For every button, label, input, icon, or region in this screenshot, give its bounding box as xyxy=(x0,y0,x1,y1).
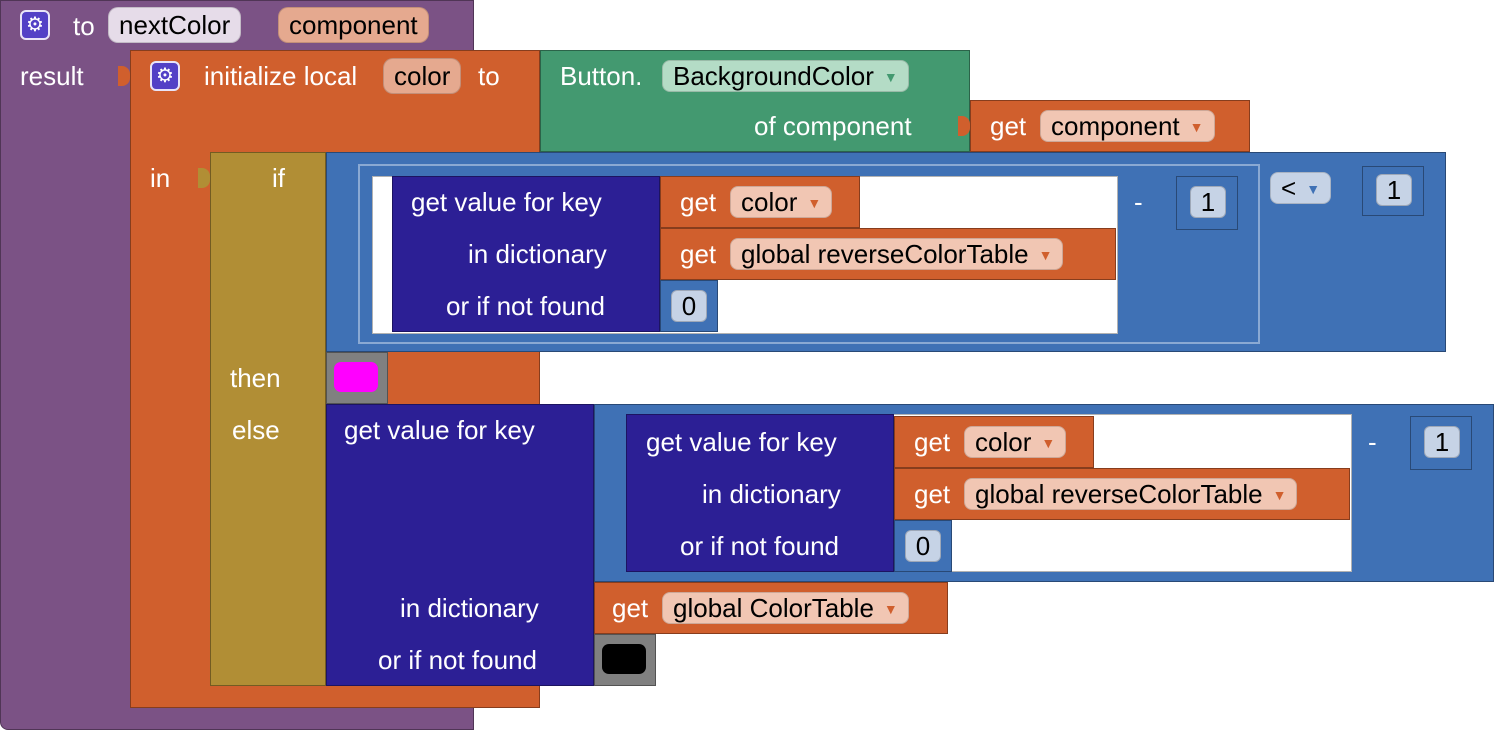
else-lookup-block[interactable] xyxy=(326,404,594,686)
notfound-value-field[interactable]: 0 xyxy=(671,290,707,322)
component-type-label: Button. xyxy=(560,61,643,91)
color-table-dropdown[interactable]: global ColorTable ▼ xyxy=(662,592,909,624)
dictionary-lookup-block[interactable] xyxy=(392,176,660,332)
inner-notfound-value-field[interactable]: 0 xyxy=(905,530,941,562)
procedure-name-field[interactable]: nextColor xyxy=(108,7,242,43)
number-block[interactable] xyxy=(894,520,952,572)
then-color-swatch[interactable] xyxy=(334,362,378,392)
get-label: get xyxy=(680,187,717,217)
get-label: get xyxy=(914,427,951,457)
procedure-keyword: to xyxy=(73,11,95,41)
else-color-swatch[interactable] xyxy=(602,644,646,674)
initialize-local-label: initialize local xyxy=(204,61,358,91)
dropdown-arrow-icon: ▼ xyxy=(1272,487,1287,503)
inner-reverse-color-table-value: global reverseColorTable xyxy=(975,479,1263,509)
property-dropdown[interactable]: BackgroundColor ▼ xyxy=(662,60,909,92)
else-subtract-operator: - xyxy=(1368,427,1377,457)
lookup-title: get value for key xyxy=(411,187,602,217)
dropdown-arrow-icon: ▼ xyxy=(1189,119,1204,135)
reverse-color-table-value: global reverseColorTable xyxy=(741,239,1029,269)
get-label: get xyxy=(612,593,649,623)
property-value: BackgroundColor xyxy=(673,61,874,91)
if-label: if xyxy=(272,163,285,193)
get-label: get xyxy=(990,111,1027,141)
color-table-value: global ColorTable xyxy=(673,593,874,623)
result-label: result xyxy=(20,61,84,91)
inner-reverse-color-table-dropdown[interactable]: global reverseColorTable ▼ xyxy=(964,478,1298,510)
inner-color-var-dropdown[interactable]: color ▼ xyxy=(964,426,1067,458)
connector-nub xyxy=(118,66,130,86)
get-component-dropdown[interactable]: component ▼ xyxy=(1040,110,1215,142)
get-label: get xyxy=(914,479,951,509)
procedure-param[interactable]: component xyxy=(278,7,429,43)
reverse-color-table-dropdown[interactable]: global reverseColorTable ▼ xyxy=(730,238,1064,270)
else-or-if-not-found-label: or if not found xyxy=(378,645,537,675)
dropdown-arrow-icon: ▼ xyxy=(1306,181,1321,197)
local-var-name-field[interactable]: color xyxy=(383,58,462,94)
else-lookup-title: get value for key xyxy=(344,415,535,445)
dropdown-arrow-icon: ▼ xyxy=(1038,247,1053,263)
else-label: else xyxy=(232,415,280,445)
connector-nub xyxy=(958,116,970,136)
dropdown-arrow-icon: ▼ xyxy=(883,69,898,85)
local-in-label: in xyxy=(150,163,171,193)
inner-lookup-title: get value for key xyxy=(646,427,837,457)
inner-lookup-block[interactable] xyxy=(626,414,894,572)
number-block[interactable] xyxy=(660,280,718,332)
color-var-dropdown[interactable]: color ▼ xyxy=(730,186,833,218)
dropdown-arrow-icon: ▼ xyxy=(1041,435,1056,451)
local-gear-icon[interactable]: ⚙ xyxy=(150,61,180,91)
local-to-label: to xyxy=(478,61,500,91)
get-component-value: component xyxy=(1051,111,1180,141)
minus-value-field[interactable]: 1 xyxy=(1190,186,1226,218)
then-label: then xyxy=(230,363,281,393)
else-in-dictionary-label: in dictionary xyxy=(400,593,539,623)
procedure-gear-icon[interactable]: ⚙ xyxy=(20,10,50,40)
compare-value-field[interactable]: 1 xyxy=(1376,174,1412,206)
inner-in-dictionary-label: in dictionary xyxy=(702,479,841,509)
or-if-not-found-label: or if not found xyxy=(446,291,605,321)
if-then-else-block[interactable] xyxy=(210,152,326,686)
connector-nub xyxy=(198,168,210,188)
compare-operator: < xyxy=(1281,173,1297,203)
else-minus-value-field[interactable]: 1 xyxy=(1424,426,1460,458)
of-component-label: of component xyxy=(754,111,912,141)
in-dictionary-label: in dictionary xyxy=(468,239,607,269)
inner-color-var-value: color xyxy=(975,427,1032,457)
color-var-value: color xyxy=(741,187,798,217)
compare-operator-dropdown[interactable]: <▼ xyxy=(1270,172,1332,204)
get-label: get xyxy=(680,239,717,269)
dropdown-arrow-icon: ▼ xyxy=(807,195,822,211)
inner-or-if-not-found-label: or if not found xyxy=(680,531,839,561)
subtract-operator: - xyxy=(1134,187,1143,217)
dropdown-arrow-icon: ▼ xyxy=(883,601,898,617)
